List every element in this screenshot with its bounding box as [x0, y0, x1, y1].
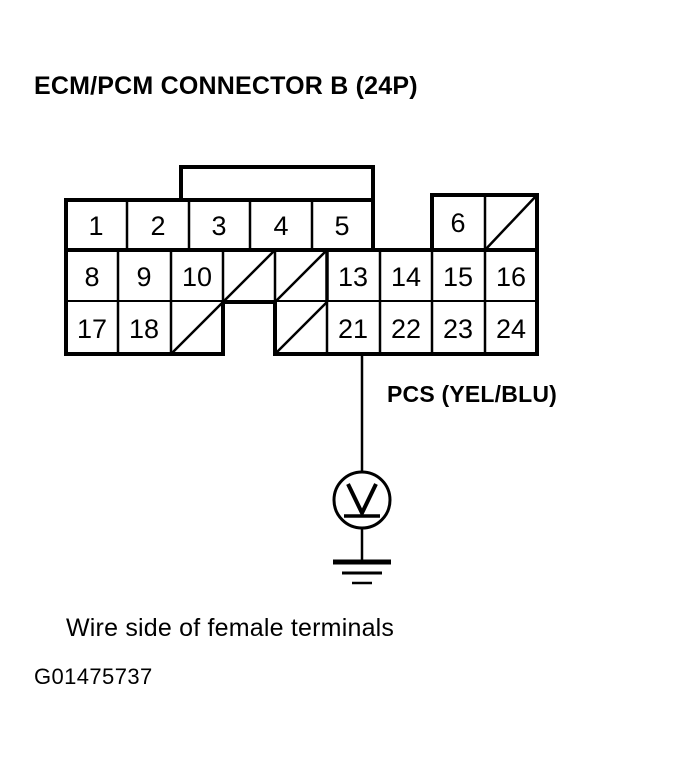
pin-cell-2: 2 — [150, 211, 165, 241]
voltmeter-circle — [332, 470, 392, 530]
pin-cell-13: 13 — [338, 262, 368, 292]
pin-cell-9: 9 — [136, 262, 151, 292]
pin-cell-1: 1 — [88, 211, 103, 241]
blank-cell-slash-19 — [170, 301, 224, 355]
pin-cell-10: 10 — [182, 262, 212, 292]
top-row-outline — [64, 198, 375, 252]
diagram-caption: Wire side of female terminals — [66, 614, 395, 642]
top-row-left-block: 1 2 3 4 5 — [64, 165, 375, 252]
bottom-row-right-outline — [273, 302, 539, 356]
pin-cell-23: 23 — [443, 314, 473, 344]
blank-cell-slash-7 — [484, 194, 538, 251]
pin-cell-14: 14 — [391, 262, 421, 292]
pin-cell-17: 17 — [77, 314, 107, 344]
middle-row: 8 9 10 13 14 15 16 — [64, 248, 539, 304]
pin-cell-16: 16 — [496, 262, 526, 292]
top-row-right-block: 6 — [430, 193, 539, 252]
pin-cell-6: 6 — [450, 208, 465, 238]
connector-latch-tab — [179, 165, 375, 200]
blank-cell-slash-20 — [274, 301, 328, 355]
pin-cell-8: 8 — [84, 262, 99, 292]
reference-code: G01475737 — [34, 664, 153, 689]
pin-cell-5: 5 — [334, 211, 349, 241]
bottom-row: 17 18 21 22 23 24 — [64, 300, 539, 356]
blank-cell-slash-12 — [274, 249, 328, 303]
pin-cell-24: 24 — [496, 314, 526, 344]
wire-circuit — [332, 354, 392, 585]
pin-cell-4: 4 — [273, 211, 288, 241]
wire-label: PCS (YEL/BLU) — [387, 381, 557, 407]
pin-cell-22: 22 — [391, 314, 421, 344]
pin-cell-3: 3 — [211, 211, 226, 241]
pin-cell-21: 21 — [338, 314, 368, 344]
page-title: ECM/PCM CONNECTOR B (24P) — [34, 72, 418, 100]
voltmeter-v-glyph — [346, 483, 378, 518]
blank-cell-slash-11 — [222, 249, 276, 303]
pin-cell-18: 18 — [129, 314, 159, 344]
pin-cell-15: 15 — [443, 262, 473, 292]
